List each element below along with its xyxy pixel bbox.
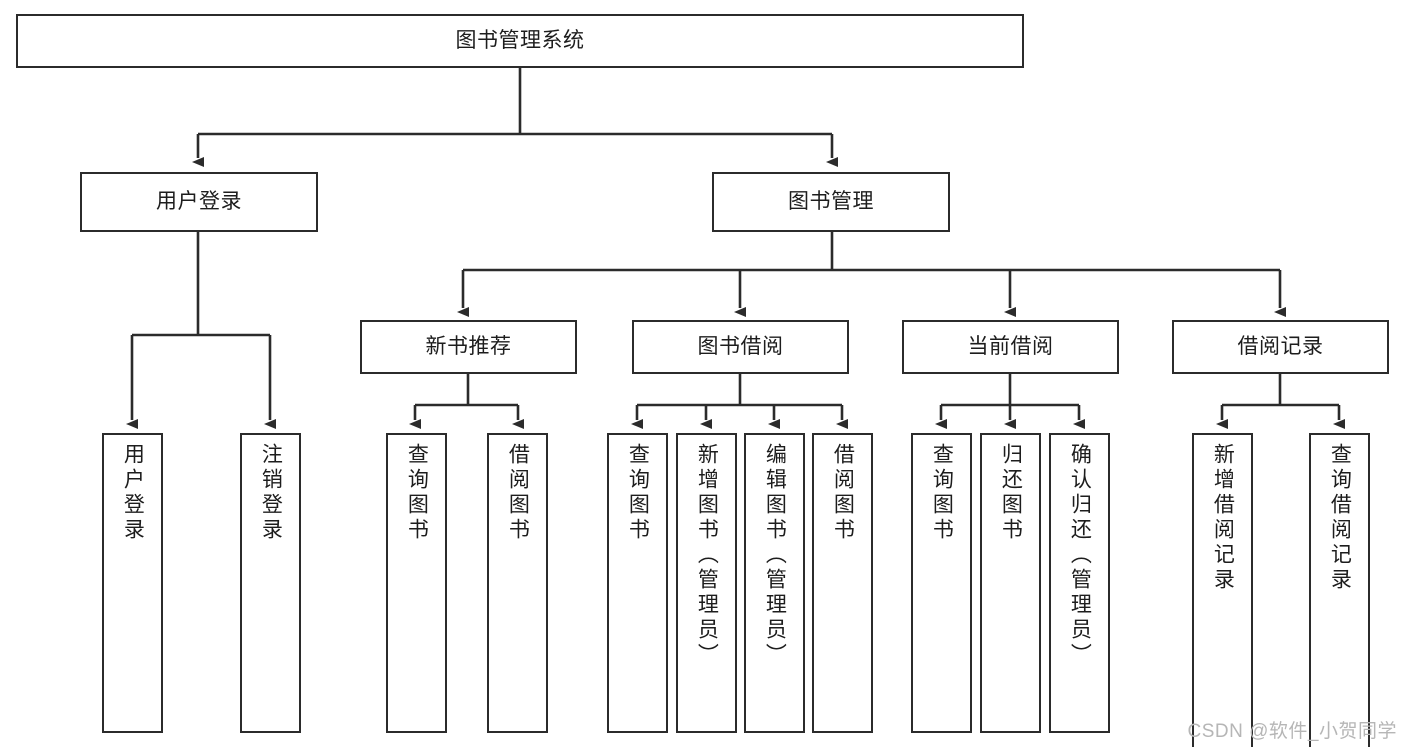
node-leaf-return-book[interactable]: 归还图书 — [980, 433, 1041, 733]
node-leaf-return-book-label: 归还图书 — [999, 443, 1023, 543]
node-leaf-query-book-1[interactable]: 查询图书 — [386, 433, 447, 733]
node-current-borrow-label: 当前借阅 — [967, 335, 1054, 359]
node-leaf-query-record-label: 查询借阅记录 — [1328, 443, 1352, 593]
node-borrow-record[interactable]: 借阅记录 — [1172, 320, 1389, 374]
node-leaf-add-record[interactable]: 新增借阅记录 — [1192, 433, 1253, 747]
node-leaf-user-login-label: 用户登录 — [121, 443, 145, 543]
node-new-book-recommend[interactable]: 新书推荐 — [360, 320, 577, 374]
node-user-login-label: 用户登录 — [156, 190, 242, 214]
node-leaf-borrow-book-1[interactable]: 借阅图书 — [487, 433, 548, 733]
node-book-borrow-label: 图书借阅 — [697, 335, 784, 359]
node-leaf-add-record-label: 新增借阅记录 — [1211, 443, 1235, 593]
node-leaf-query-record[interactable]: 查询借阅记录 — [1309, 433, 1370, 747]
node-leaf-borrow-book-2-label: 借阅图书 — [831, 443, 855, 543]
node-leaf-add-book-label: 新增图书（管理员） — [695, 443, 719, 668]
node-leaf-edit-book-label: 编辑图书（管理员） — [763, 443, 787, 668]
node-leaf-borrow-book-1-label: 借阅图书 — [506, 443, 530, 543]
node-leaf-logout-login-label: 注销登录 — [259, 443, 283, 543]
node-leaf-add-book[interactable]: 新增图书（管理员） — [676, 433, 737, 733]
node-leaf-borrow-book-2[interactable]: 借阅图书 — [812, 433, 873, 733]
node-leaf-query-book-1-label: 查询图书 — [405, 443, 429, 543]
node-user-login[interactable]: 用户登录 — [80, 172, 318, 232]
node-root-label: 图书管理系统 — [455, 29, 585, 53]
node-leaf-user-login[interactable]: 用户登录 — [102, 433, 163, 733]
node-leaf-query-book-3-label: 查询图书 — [930, 443, 954, 543]
node-leaf-query-book-2[interactable]: 查询图书 — [607, 433, 668, 733]
node-current-borrow[interactable]: 当前借阅 — [902, 320, 1119, 374]
node-leaf-confirm-return-label: 确认归还（管理员） — [1068, 443, 1092, 668]
node-leaf-query-book-3[interactable]: 查询图书 — [911, 433, 972, 733]
node-book-manage[interactable]: 图书管理 — [712, 172, 950, 232]
node-book-manage-label: 图书管理 — [788, 190, 874, 214]
node-leaf-logout-login[interactable]: 注销登录 — [240, 433, 301, 733]
node-new-book-recommend-label: 新书推荐 — [425, 335, 512, 359]
node-borrow-record-label: 借阅记录 — [1237, 335, 1324, 359]
node-leaf-query-book-2-label: 查询图书 — [626, 443, 650, 543]
node-root[interactable]: 图书管理系统 — [16, 14, 1024, 68]
node-leaf-edit-book[interactable]: 编辑图书（管理员） — [744, 433, 805, 733]
csdn-watermark: CSDN @软件_小贺同学 — [1187, 721, 1397, 742]
node-leaf-confirm-return[interactable]: 确认归还（管理员） — [1049, 433, 1110, 733]
node-book-borrow[interactable]: 图书借阅 — [632, 320, 849, 374]
